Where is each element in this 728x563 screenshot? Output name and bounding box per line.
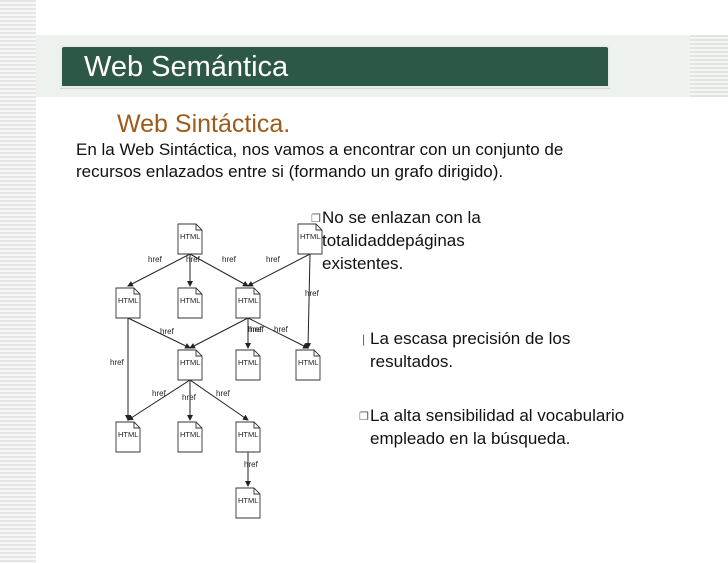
svg-text:HTML: HTML bbox=[180, 296, 200, 305]
html-document-icon: HTML bbox=[177, 349, 203, 381]
link-arrow bbox=[247, 317, 309, 349]
link-edges bbox=[125, 253, 312, 487]
html-document-icon: HTML bbox=[115, 421, 141, 453]
href-label: href bbox=[216, 389, 231, 398]
note-vocabulary: ❐ La alta sensibilidad al vocabulario em… bbox=[359, 404, 630, 450]
html-document-icon: HTML bbox=[297, 223, 323, 255]
svg-text:HTML: HTML bbox=[298, 358, 318, 367]
left-stripe-decoration bbox=[0, 0, 36, 563]
svg-text:HTML: HTML bbox=[300, 232, 320, 241]
link-arrow bbox=[127, 253, 191, 287]
html-document-icon: HTML bbox=[235, 487, 261, 519]
title-bar: Web Semántica bbox=[60, 45, 610, 88]
href-label: href bbox=[110, 358, 125, 367]
slide-title: Web Semántica bbox=[84, 51, 289, 83]
svg-text:HTML: HTML bbox=[238, 430, 258, 439]
note-precision-text: La escasa precisión de los resultados. bbox=[370, 329, 571, 371]
html-document-icon: HTML bbox=[235, 287, 261, 319]
header-stripe-decoration bbox=[690, 35, 728, 97]
svg-text:HTML: HTML bbox=[180, 232, 200, 241]
svg-text:HTML: HTML bbox=[118, 296, 138, 305]
link-arrow bbox=[189, 317, 249, 349]
note-no-links-text: No se enlazan con la totalidaddepáginas … bbox=[322, 208, 481, 273]
html-document-icon: HTML bbox=[295, 349, 321, 381]
bullet-icon: ❐ bbox=[311, 213, 321, 225]
href-label: href bbox=[266, 255, 281, 264]
link-arrow bbox=[305, 253, 312, 349]
html-document-icon: HTML bbox=[177, 223, 203, 255]
html-document-icon: HTML bbox=[177, 287, 203, 319]
slide-subtitle: Web Sintáctica. bbox=[117, 110, 291, 138]
bullet-icon: ❘ bbox=[359, 334, 369, 346]
link-arrow bbox=[247, 253, 311, 287]
svg-text:HTML: HTML bbox=[180, 430, 200, 439]
href-label: href bbox=[244, 460, 259, 469]
href-label: href bbox=[186, 255, 201, 264]
href-label: href bbox=[305, 289, 320, 298]
link-arrow bbox=[189, 253, 249, 287]
href-label: href bbox=[274, 325, 289, 334]
bullet-icon: ❐ bbox=[359, 411, 369, 423]
note-vocabulary-text: La alta sensibilidad al vocabulario empl… bbox=[370, 406, 625, 448]
hyperlink-graph-diagram: href href href href href href href href href href… bbox=[110, 223, 323, 519]
link-arrow bbox=[189, 379, 249, 421]
html-document-icon: HTML bbox=[177, 421, 203, 453]
href-label: href bbox=[160, 327, 175, 336]
href-label: href bbox=[152, 389, 167, 398]
document-nodes: HTML HTML HTML HTML HTML HTML HTML HTML HTML HTML… bbox=[115, 223, 323, 519]
link-arrow bbox=[127, 379, 191, 421]
svg-text:HTML: HTML bbox=[180, 358, 200, 367]
svg-text:HTML: HTML bbox=[118, 430, 138, 439]
href-label: href bbox=[248, 325, 263, 334]
html-document-icon: HTML bbox=[115, 287, 141, 319]
html-document-icon: HTML bbox=[235, 349, 261, 381]
href-label: href bbox=[148, 255, 163, 264]
intro-paragraph: En la Web Sintáctica, nos vamos a encont… bbox=[76, 140, 564, 181]
href-label: href bbox=[250, 325, 265, 334]
href-label: href bbox=[182, 393, 197, 402]
link-labels: href href href href href href href href href href… bbox=[110, 255, 320, 469]
svg-text:HTML: HTML bbox=[238, 496, 258, 505]
svg-text:HTML: HTML bbox=[238, 358, 258, 367]
svg-text:HTML: HTML bbox=[238, 296, 258, 305]
href-label: href bbox=[222, 255, 237, 264]
html-document-icon: HTML bbox=[235, 421, 261, 453]
note-no-links: ❐ No se enlazan con la totalidaddepágina… bbox=[311, 206, 522, 275]
link-arrow bbox=[127, 317, 191, 349]
note-precision: ❘ La escasa precisión de los resultados. bbox=[359, 327, 630, 373]
